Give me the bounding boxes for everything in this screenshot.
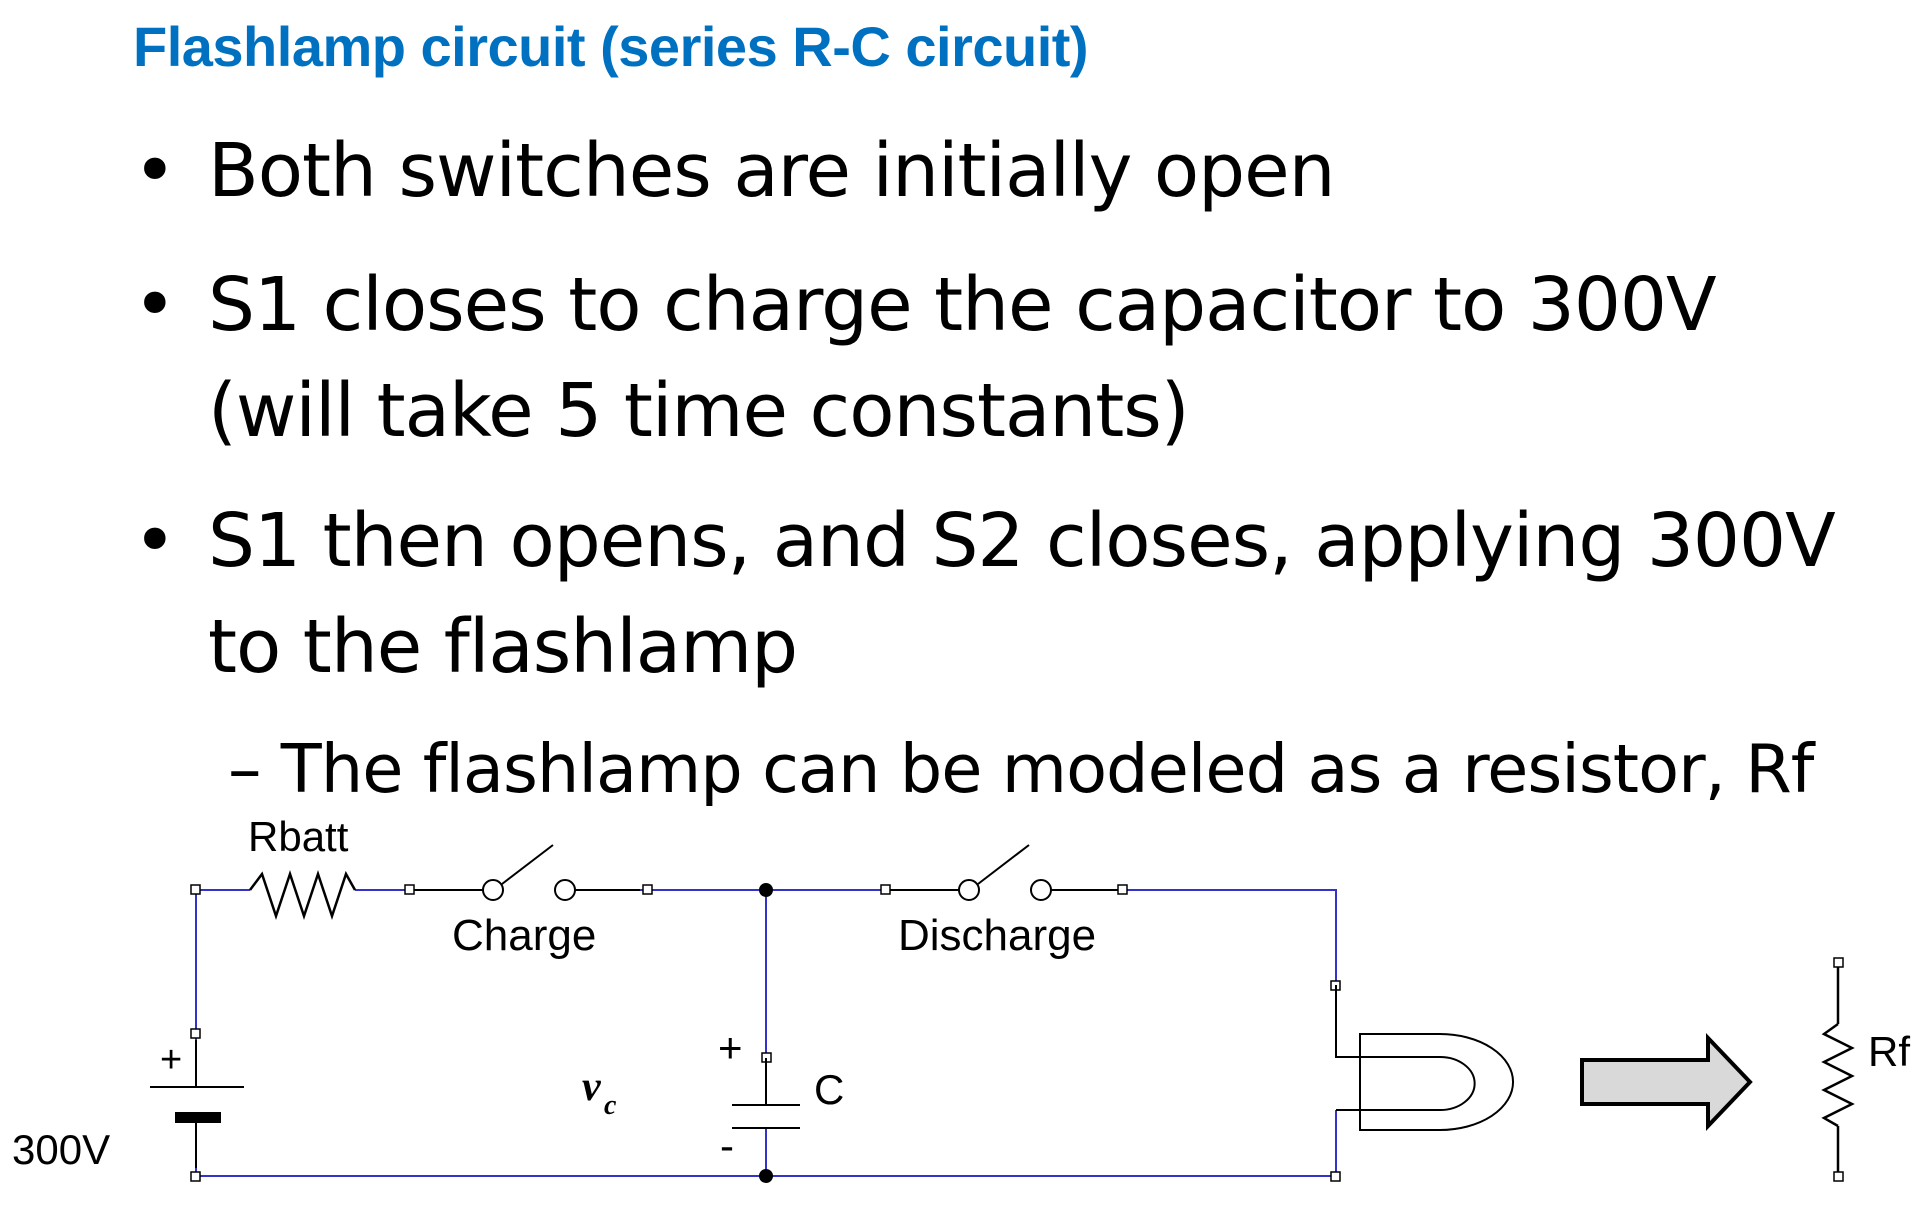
cap-plus-sign: + [718,1024,743,1071]
cap-label: C [814,1066,844,1113]
battery-source [150,1040,244,1168]
cap-minus-sign: - [720,1122,734,1169]
vc-subscript: c [604,1090,617,1121]
wire-discharge-lamp [1057,889,1337,985]
discharge-label: Discharge [898,911,1096,960]
source-value-label: 300V [12,1126,110,1173]
bullet-2-text-line2: (will take 5 time constants) [208,368,1190,454]
rf-label: Rf [1868,1028,1910,1075]
rf-resistor [1821,967,1855,1172]
bullet-dot: • [133,262,177,348]
bullet-3-line2: to the flashlamp [208,604,798,690]
junction-bottom [759,1169,773,1183]
junction-top [759,883,773,897]
flashlamp [1335,985,1514,1131]
vc-label: v [582,1064,602,1110]
sub-bullet-1: – The flashlamp can be modeled as a resi… [228,730,1814,808]
bullet-dot: • [133,498,177,584]
bullet-3-text-line1: S1 then opens, and S2 closes, applying 3… [208,498,1836,584]
charge-label: Charge [452,911,596,960]
rbatt-label: Rbatt [248,813,349,860]
source-plus-sign: + [160,1039,182,1081]
capacitor [732,1058,800,1129]
bullet-1-text: Both switches are initially open [208,128,1336,214]
bullet-3-text-line2: to the flashlamp [208,604,798,690]
slide-title: Flashlamp circuit (series R-C circuit) [133,15,1089,78]
charge-switch[interactable] [410,844,640,901]
wires [195,889,1337,1177]
equivalence-arrow [1580,1033,1753,1131]
bullet-2-text-line1: S1 closes to charge the capacitor to 300… [208,262,1717,348]
bullet-2-line2: (will take 5 time constants) [208,368,1190,454]
sub-bullet-1-text: – The flashlamp can be modeled as a resi… [228,730,1814,808]
bullet-dot: • [133,128,177,214]
discharge-switch[interactable] [885,844,1120,901]
wire-left-top [195,889,250,1040]
rbatt-resistor [249,870,357,920]
